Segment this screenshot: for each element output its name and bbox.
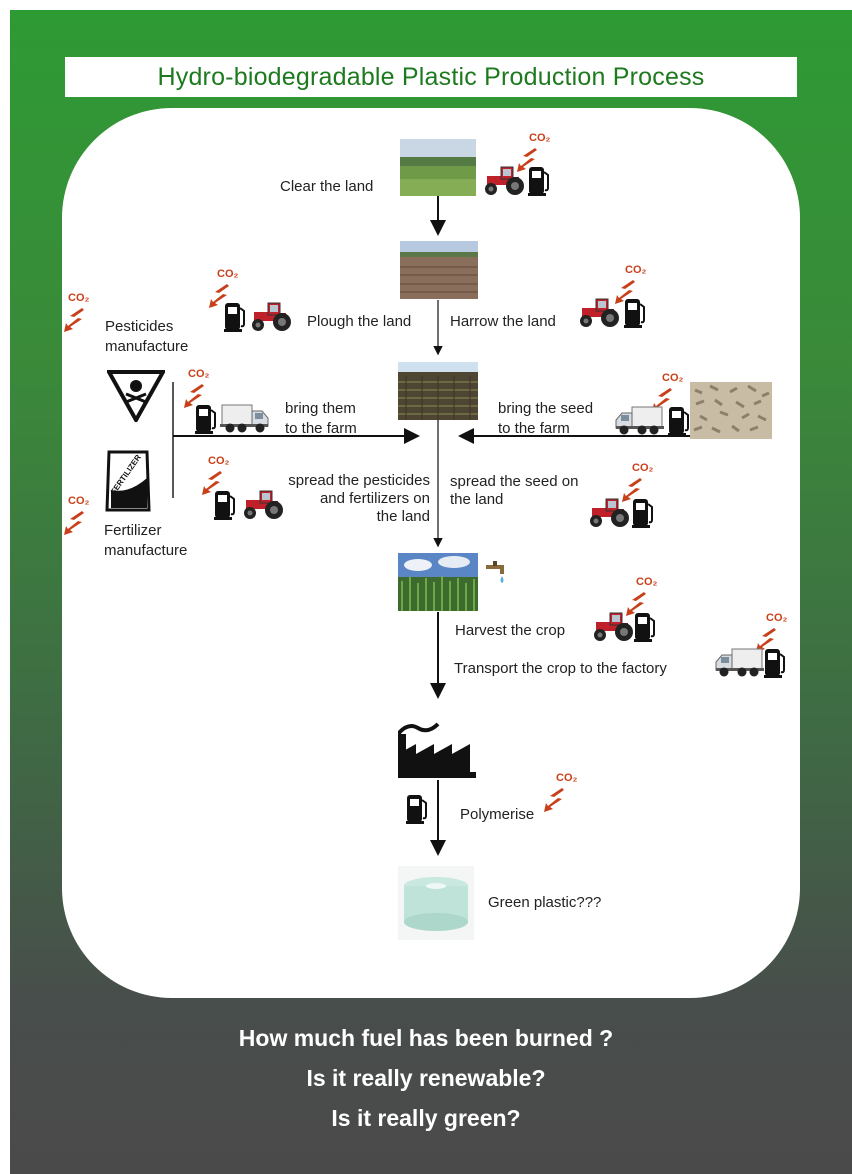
fuel-pump-icon: [195, 402, 217, 434]
co2-marker: CO₂: [205, 268, 255, 308]
question-green: Is it really green?: [331, 1105, 521, 1131]
co2-marker: CO₂: [198, 455, 248, 495]
hazard-skull-icon: [107, 370, 165, 422]
fuel-pump-icon: [528, 164, 550, 196]
step-polymerise: Polymerise: [460, 806, 535, 823]
crop-field-photo: [398, 553, 478, 611]
co2-marker: CO₂: [60, 292, 110, 332]
step-clear-land: Clear the land: [280, 178, 374, 195]
fertilizer-bag-icon: FERTILIZER: [105, 450, 151, 512]
step-harrow-land: Harrow the land: [450, 313, 556, 330]
irrigation-tap-icon: [486, 561, 504, 583]
delivery-truck-icon: [218, 402, 270, 434]
side-fertilizer-line2: manufacture: [104, 542, 188, 559]
ploughed-field-photo: [400, 241, 478, 299]
fuel-pump-icon: [764, 646, 786, 678]
step-bring-seed-line2: to the farm: [498, 420, 570, 437]
co2-marker: CO₂: [648, 372, 698, 412]
emission-icon: [60, 499, 96, 537]
tractor-icon: [248, 300, 296, 332]
co2-marker: CO₂: [513, 132, 563, 172]
side-fertilizer-line1: Fertilizer: [104, 522, 162, 539]
tractor-icon: [481, 164, 529, 196]
co2-marker: CO₂: [622, 576, 672, 616]
clear-land-photo: [400, 139, 476, 196]
step-spread-pesticides: spread the pesticides and fertilizers on…: [288, 472, 430, 525]
step-harvest-crop: Harvest the crop: [455, 622, 566, 639]
fuel-pump-icon: [668, 404, 690, 436]
co2-marker: CO₂: [540, 772, 590, 812]
tractor-icon: [586, 496, 634, 528]
step-transport-crop: Transport the crop to the factory: [454, 660, 667, 677]
side-pesticides-line1: Pesticides: [105, 318, 174, 335]
tractor-icon: [576, 296, 624, 328]
step-bring-them-line1: bring them: [285, 400, 356, 417]
step-spread-seed: spread the seed on the land: [450, 473, 579, 508]
page-title: Hydro-biodegradable Plastic Production P…: [157, 62, 705, 91]
fuel-pump-icon: [632, 496, 654, 528]
co2-marker: CO₂: [60, 495, 110, 535]
step-bring-them-line2: to the farm: [285, 420, 357, 437]
fuel-pump-icon: [224, 300, 246, 332]
emission-icon: [60, 296, 96, 334]
question-fuel: How much fuel has been burned ?: [238, 1025, 614, 1051]
result-green-plastic: Green plastic???: [488, 894, 602, 911]
plastic-roll-photo: [398, 866, 474, 940]
co2-marker: CO₂: [752, 612, 802, 652]
closing-questions: How much fuel has been burned ? Is it re…: [0, 1022, 852, 1142]
fuel-pump-icon: [406, 792, 428, 824]
co2-marker: CO₂: [611, 264, 661, 304]
delivery-truck-icon: [614, 404, 666, 436]
emission-icon: [540, 776, 576, 814]
question-renewable: Is it really renewable?: [306, 1065, 546, 1091]
delivery-truck-icon: [714, 646, 766, 678]
seedbed-photo: [398, 362, 478, 420]
step-plough-land: Plough the land: [307, 313, 412, 330]
factory-icon: [398, 722, 476, 778]
fuel-pump-icon: [624, 296, 646, 328]
co2-marker: CO₂: [618, 462, 668, 502]
fuel-pump-icon: [214, 488, 236, 520]
co2-marker: CO₂: [180, 368, 230, 408]
tractor-icon: [590, 610, 638, 642]
step-bring-seed-line1: bring the seed: [498, 400, 594, 417]
seed-photo: [690, 382, 772, 439]
side-pesticides-line2: manufacture: [105, 338, 189, 355]
title-banner: Hydro-biodegradable Plastic Production P…: [65, 57, 797, 97]
